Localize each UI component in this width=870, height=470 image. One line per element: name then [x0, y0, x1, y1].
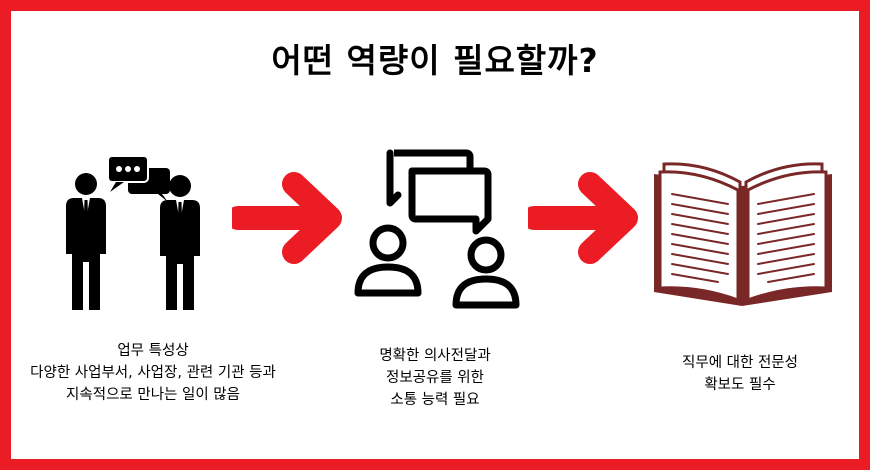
right-arrow-icon [226, 170, 352, 266]
caption-right-line: 직무에 대한 전문성 [682, 355, 798, 371]
open-book-icon [648, 142, 838, 310]
caption-right: 직무에 대한 전문성 확보도 필수 [640, 352, 840, 396]
page-title: 어떤 역량이 필요할까? [271, 41, 599, 80]
caption-middle-line: 정보공유를 위한 [386, 370, 484, 386]
caption-right-line: 확보도 필수 [704, 377, 776, 393]
two-users-chat-icon [350, 145, 525, 315]
caption-middle-line: 명확한 의사전달과 [379, 348, 491, 364]
caption-left-line: 다양한 사업부서, 사업장, 관련 기관 등과 [30, 365, 276, 381]
caption-left: 업무 특성상 다양한 사업부서, 사업장, 관련 기관 등과 지속적으로 만나는… [18, 340, 288, 406]
caption-middle-line: 소통 능력 필요 [390, 392, 480, 408]
two-businessmen-talking-icon [58, 150, 218, 310]
right-arrow-icon [522, 170, 648, 266]
caption-middle: 명확한 의사전달과 정보공유를 위한 소통 능력 필요 [340, 345, 530, 411]
caption-left-line: 업무 특성상 [117, 343, 189, 359]
caption-left-line: 지속적으로 만나는 일이 많음 [66, 387, 240, 403]
